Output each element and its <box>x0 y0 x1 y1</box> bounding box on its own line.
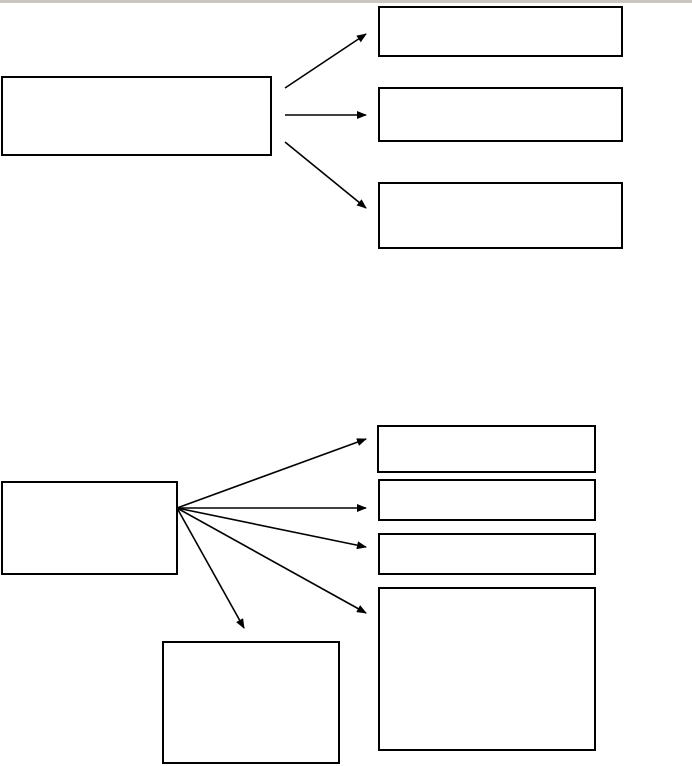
d2-target-box-1 <box>377 425 596 473</box>
d1-source-box <box>1 76 272 156</box>
d2-target-box-4 <box>378 587 596 751</box>
d2-arrow-5 <box>176 507 245 629</box>
d2-target-box-2 <box>378 479 596 521</box>
top-rule <box>0 0 692 3</box>
d2-target-box-3 <box>378 533 596 575</box>
d2-arrow-3 <box>176 507 367 550</box>
d1-target-box-1 <box>378 6 623 57</box>
d2-source-box <box>1 481 178 575</box>
d1-target-box-3 <box>378 182 623 249</box>
d1-target-box-2 <box>378 87 623 142</box>
diagram-2 <box>1 425 596 764</box>
d2-arrow-4 <box>176 507 367 614</box>
d2-target-box-5 <box>162 641 340 764</box>
diagram-1 <box>1 6 623 249</box>
d1-arrow-1 <box>284 33 367 89</box>
d1-arrow-3 <box>284 141 367 209</box>
d2-arrow-1 <box>176 438 367 509</box>
